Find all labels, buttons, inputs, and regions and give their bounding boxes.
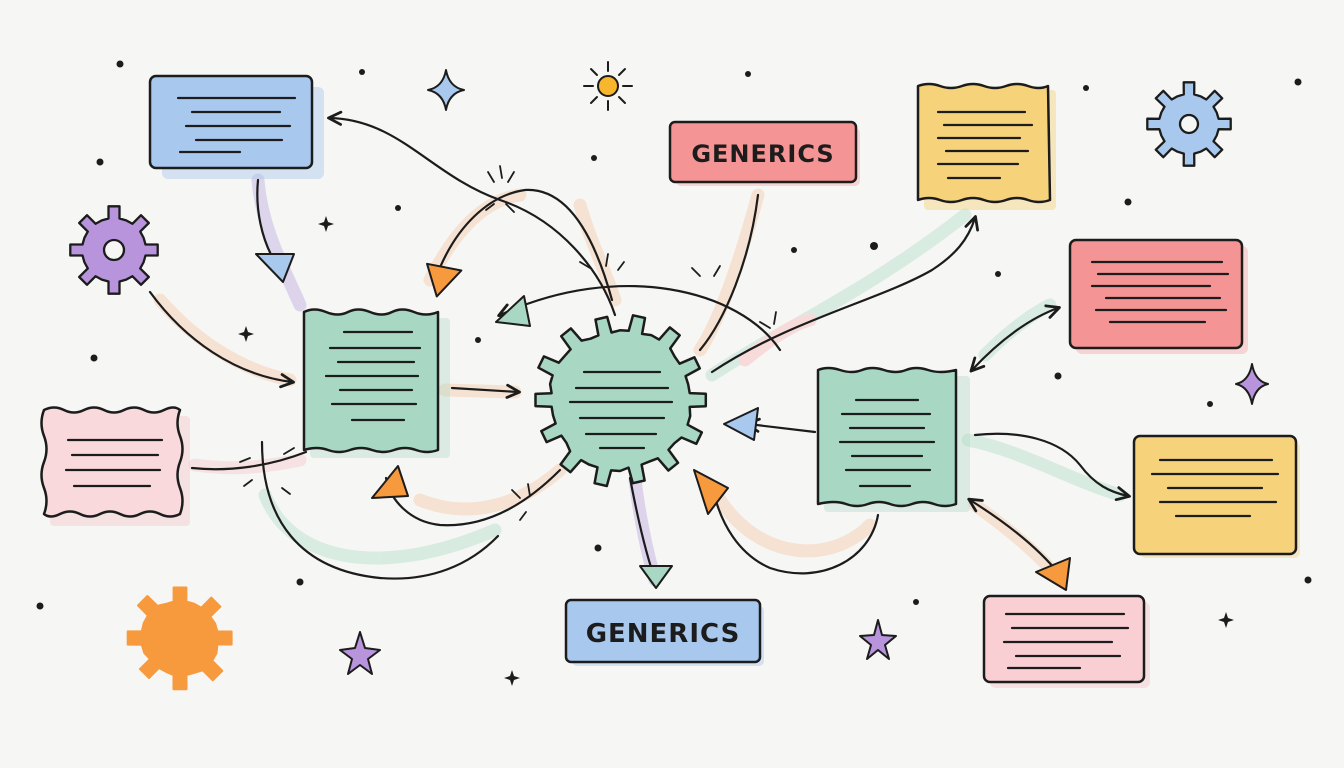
central-gear-icon: [534, 314, 708, 488]
generics-label-bottom-text: GENERICS: [586, 619, 741, 649]
note-box-pink-left: [40, 406, 190, 526]
note-box-mint-right-center: [816, 366, 970, 512]
generics-label-top-text: GENERICS: [691, 140, 834, 168]
arrowhead-mint: [495, 295, 531, 327]
note-box-yellow-top-right: [916, 82, 1056, 210]
note-box-blue-top-left: [148, 74, 324, 179]
orange-gear-icon: [126, 586, 233, 691]
arrowhead-orange: [1035, 557, 1071, 591]
sun-icon: [583, 61, 633, 111]
sparkle-star-icon: [339, 631, 381, 675]
generics-label-top: GENERICS: [668, 120, 860, 186]
sparkle-star-icon: [859, 619, 897, 660]
note-box-pink-bottom-right: [982, 594, 1150, 688]
crossing-ticks: [239, 165, 777, 521]
note-box-yellow-right: [1132, 434, 1300, 558]
arrowhead-orange: [426, 262, 463, 298]
purple-gear-icon: [69, 205, 159, 295]
tiny-sparkles: [238, 216, 1234, 686]
generics-label-bottom: GENERICS: [564, 598, 764, 666]
sparkle-star-icon: [1235, 363, 1269, 405]
arrowhead-mint: [639, 565, 673, 589]
arrowhead-orange: [693, 469, 729, 515]
blue-gear-icon: [1146, 81, 1232, 167]
arrowhead-orange: [371, 465, 409, 499]
note-box-mint-left-center: [302, 308, 450, 458]
arrowhead-blue: [723, 407, 759, 441]
arrowhead-blue: [255, 253, 295, 283]
dot-icon: [36, 60, 1312, 610]
sparkle-star-icon: [427, 69, 465, 111]
arrowhead-markers: [255, 253, 1071, 591]
note-box-red-right: [1068, 238, 1248, 354]
